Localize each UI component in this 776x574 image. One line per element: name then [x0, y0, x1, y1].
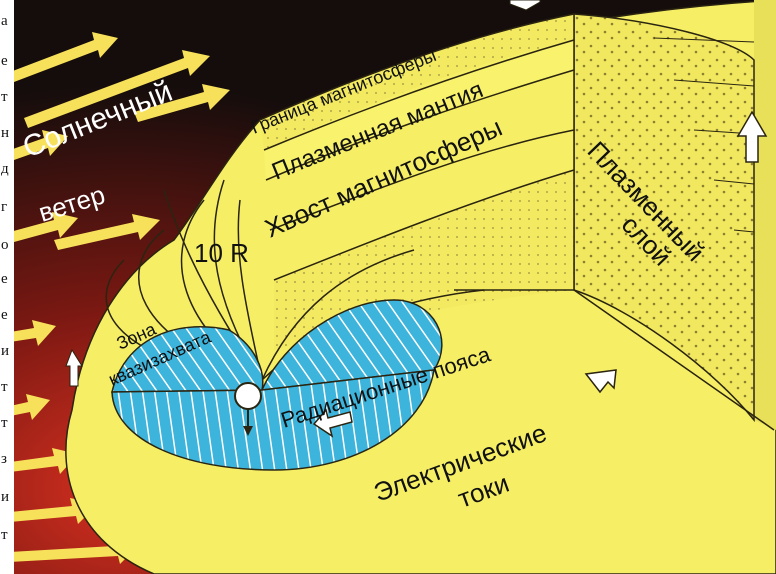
tail-cap — [754, 0, 776, 430]
cropped-text-strip: а е т н д г о е е и т т з и т — [0, 0, 14, 574]
edge-char: т — [1, 90, 8, 105]
edge-char: т — [1, 528, 8, 543]
edge-char: е — [1, 308, 8, 323]
edge-char: т — [1, 380, 8, 395]
edge-char: и — [1, 344, 9, 359]
edge-char: о — [1, 238, 9, 253]
edge-char: н — [1, 126, 9, 141]
distance-label: 10 R — [194, 238, 249, 268]
edge-char: и — [1, 490, 9, 505]
magnetosphere-diagram: Солнечный ветер Граница магнитосферы Пла… — [14, 0, 776, 574]
edge-char: е — [1, 272, 8, 287]
edge-char: г — [1, 200, 7, 215]
edge-char: т — [1, 416, 8, 431]
edge-char: з — [1, 452, 7, 467]
edge-char: а — [1, 14, 8, 29]
edge-char: д — [1, 162, 9, 177]
edge-char: е — [1, 54, 8, 69]
